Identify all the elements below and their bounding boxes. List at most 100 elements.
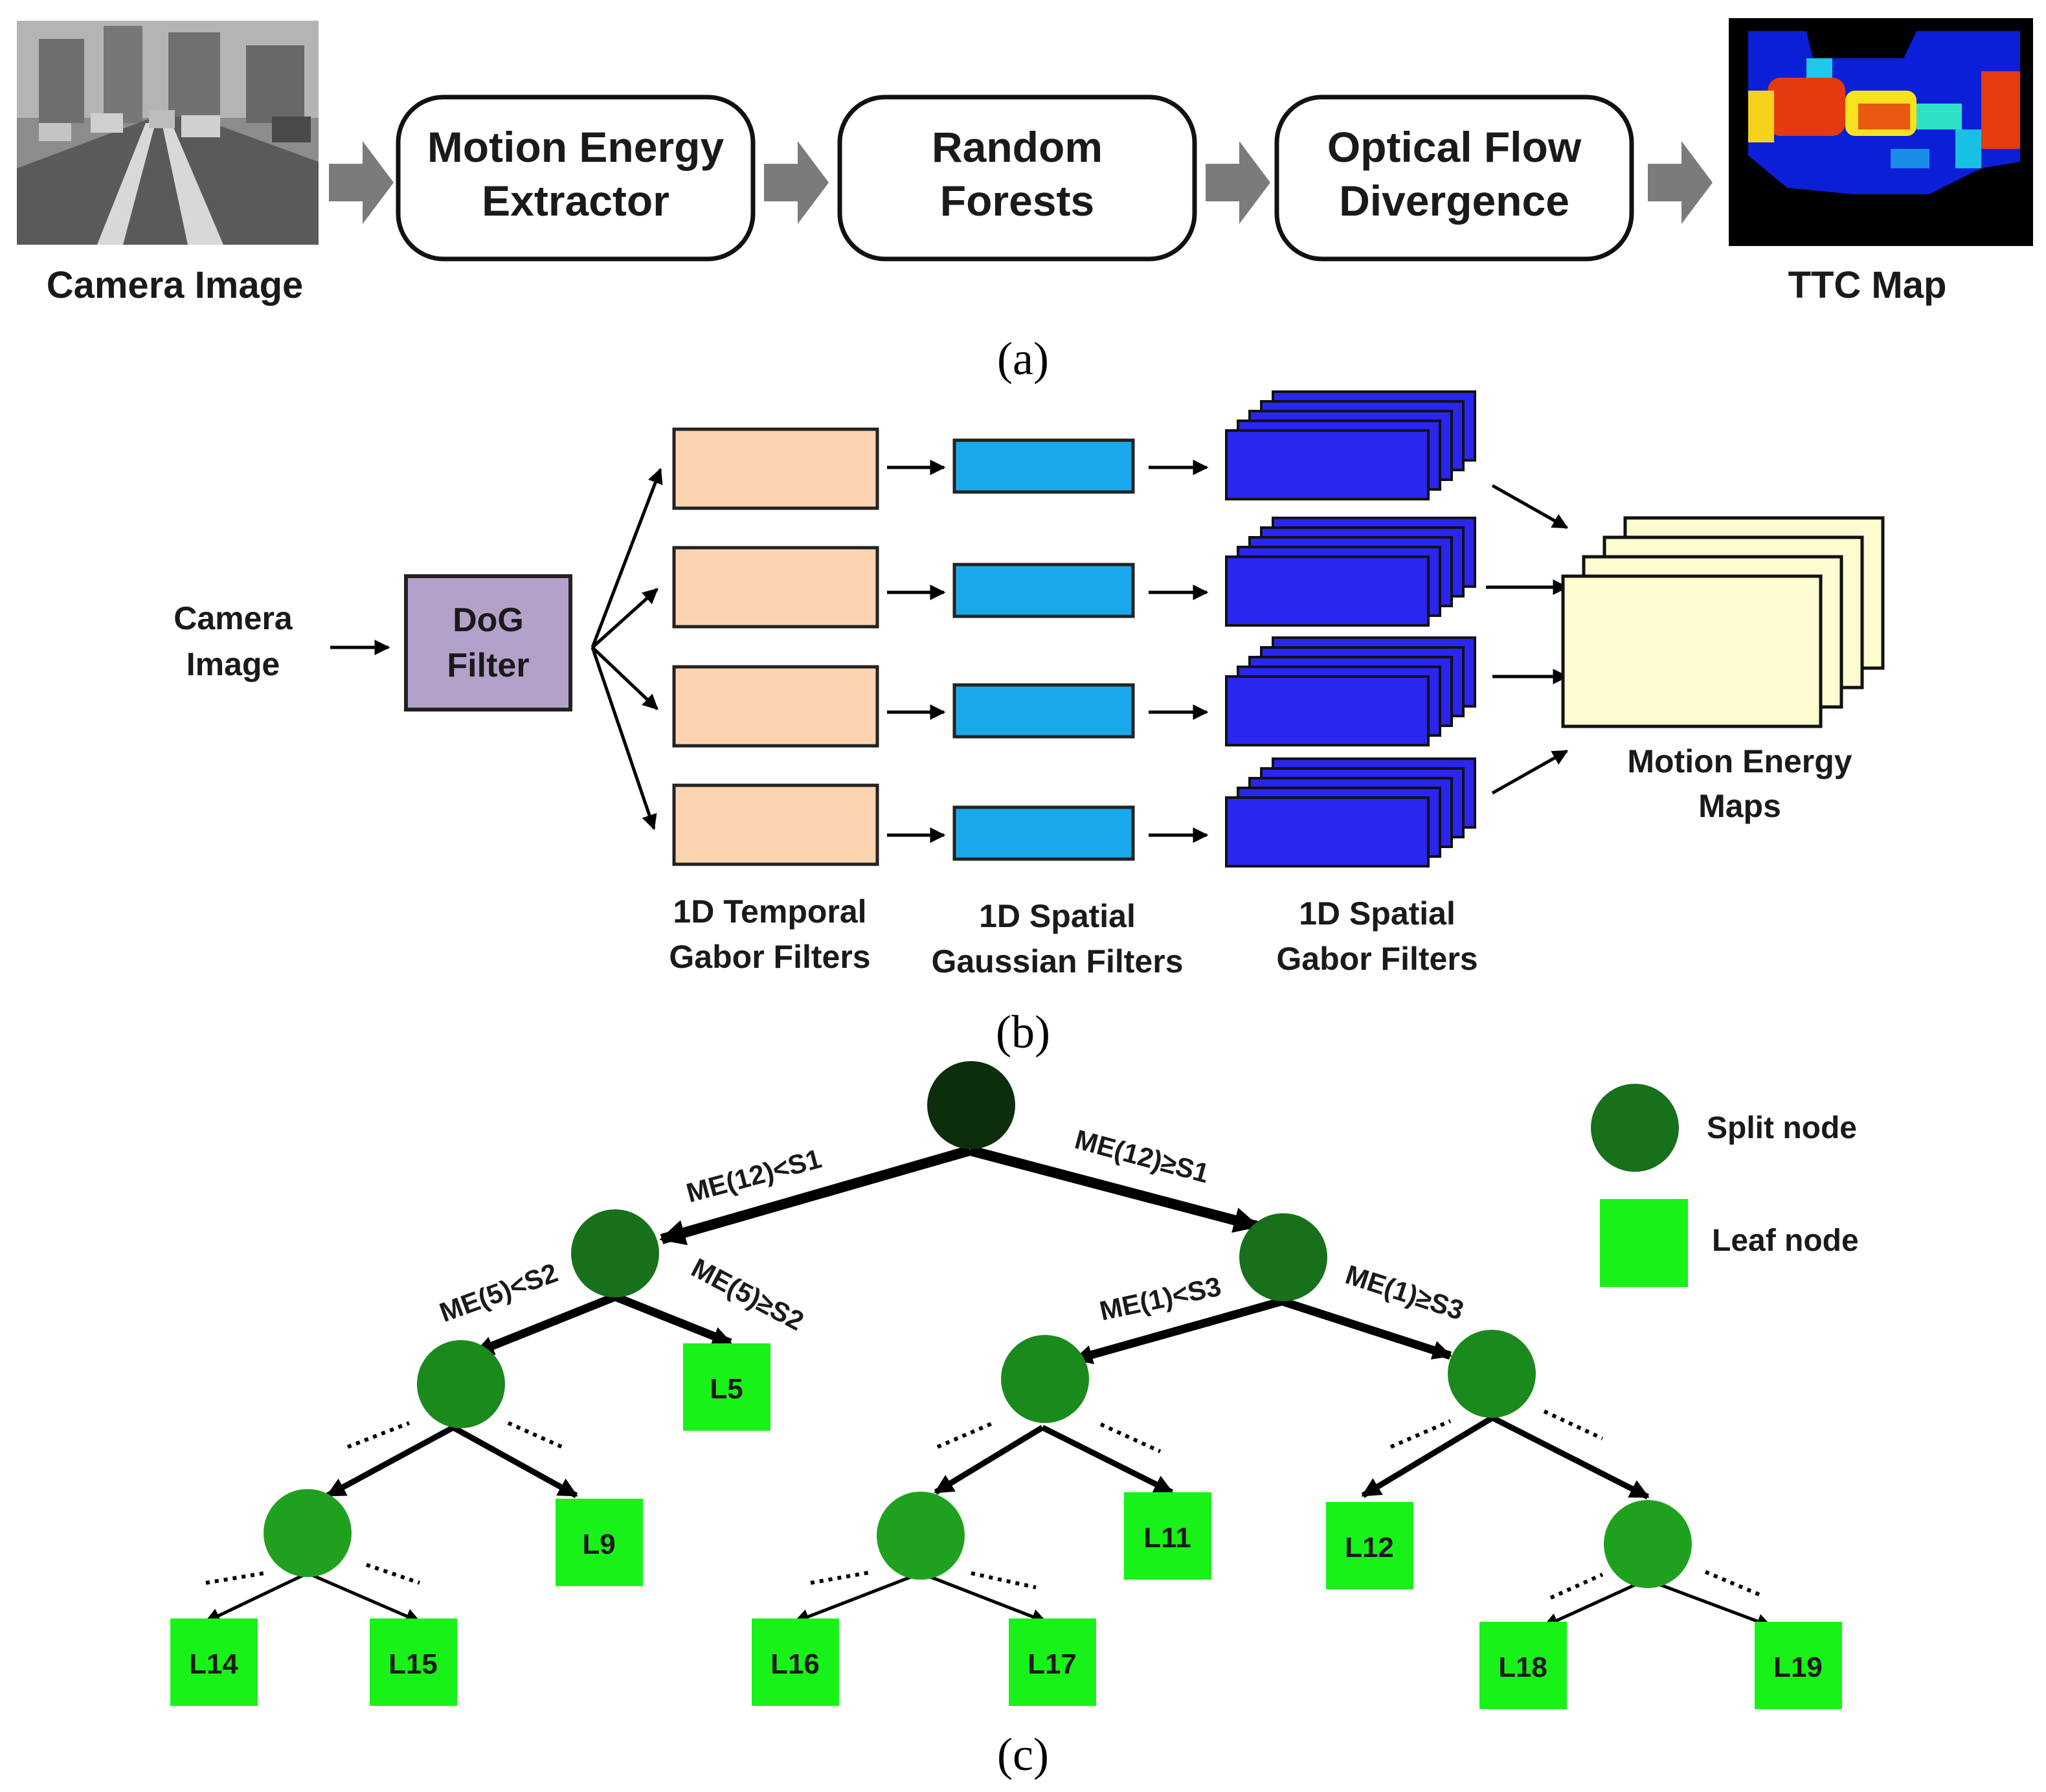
edge-h-right	[1646, 1578, 1773, 1629]
split-node	[1001, 1335, 1089, 1423]
filter-row-1	[672, 390, 1476, 510]
motion-energy-maps-label-2: Maps	[1698, 788, 1781, 824]
edge-label-b-left: ME(1)<S3	[1097, 1271, 1224, 1327]
edge-b-right	[1281, 1297, 1452, 1360]
motion-energy-maps-stack	[1561, 516, 1885, 728]
leaf-node-L11: L11	[1124, 1492, 1211, 1580]
edge-d-right	[1040, 1424, 1174, 1495]
split-node	[1239, 1213, 1327, 1301]
ttc-map-label: TTC Map	[1788, 264, 1947, 306]
svg-text:L15: L15	[388, 1648, 438, 1680]
spatial-gabor-label-2: Gabor Filters	[1276, 941, 1478, 977]
caption-c: (c)	[997, 1729, 1049, 1780]
leaf-node-L5: L5	[683, 1343, 770, 1431]
map-arrow-1	[1491, 484, 1569, 530]
panel-c: L5 L9 L11 L12 L14 L15 L16 L17	[170, 1061, 1859, 1780]
temporal-gabor-box	[672, 665, 879, 748]
edge-label-a-left: ME(5)<S2	[436, 1257, 562, 1328]
temporal-gabor-box	[672, 783, 879, 866]
svg-text:Random: Random	[932, 123, 1103, 171]
dog-filter-box: DoG Filter	[404, 574, 572, 711]
legend-split-label: Split node	[1707, 1111, 1857, 1145]
camera-image-thumbnail	[17, 21, 319, 245]
svg-text:Extractor: Extractor	[482, 177, 669, 225]
spatial-gabor-stack	[1225, 757, 1476, 868]
leaf-node-L15: L15	[370, 1618, 457, 1706]
fan-arrow-4	[590, 647, 657, 831]
flow-arrow-4	[1648, 141, 1713, 224]
b-camera-label-2: Image	[186, 646, 280, 682]
caption-a: (a)	[997, 333, 1049, 385]
edge-g-right	[920, 1571, 1048, 1624]
edge-c-right	[451, 1425, 578, 1498]
svg-text:Motion Energy: Motion Energy	[427, 123, 725, 171]
svg-text:L9: L9	[582, 1529, 615, 1560]
edge-root-left	[659, 1145, 972, 1246]
map-arrow-4	[1491, 749, 1569, 795]
svg-text:Divergence: Divergence	[1339, 177, 1569, 225]
edge-g-left	[793, 1571, 921, 1624]
temporal-gabor-label-2: Gabor Filters	[669, 939, 870, 975]
spatial-gabor-label-1: 1D Spatial	[1299, 895, 1456, 932]
split-node	[264, 1489, 352, 1577]
root-split-node	[927, 1061, 1015, 1149]
fan-arrow-1	[590, 467, 663, 648]
svg-text:Optical Flow: Optical Flow	[1327, 123, 1582, 171]
edge-c-left	[326, 1425, 455, 1498]
svg-text:Filter: Filter	[447, 647, 529, 684]
spatial-gaussian-box	[952, 563, 1135, 618]
split-node	[1604, 1500, 1692, 1588]
spatial-gaussian-box	[952, 683, 1135, 739]
svg-text:L14: L14	[189, 1648, 238, 1680]
svg-text:L16: L16	[770, 1648, 820, 1680]
edge-a-right	[613, 1292, 732, 1347]
svg-text:L18: L18	[1498, 1652, 1547, 1683]
ttc-map-image	[1729, 18, 2033, 246]
edge-e-right	[1490, 1415, 1650, 1500]
spatial-gaussian-box	[952, 438, 1135, 494]
edge-f-left	[204, 1571, 309, 1624]
b-camera-label-1: Camera	[174, 600, 293, 636]
split-node	[1448, 1330, 1536, 1418]
edge-a-left	[474, 1292, 617, 1357]
panel-a: Camera Image Motion Energy Extractor Ran…	[17, 18, 2033, 385]
split-node	[877, 1492, 965, 1580]
motion-energy-extractor-box: Motion Energy Extractor	[396, 95, 756, 262]
leaf-node-L16: L16	[752, 1618, 839, 1706]
svg-text:L5: L5	[710, 1373, 743, 1405]
legend-leaf-label: Leaf node	[1712, 1224, 1859, 1258]
motion-energy-maps-label-1: Motion Energy	[1627, 743, 1852, 779]
svg-text:L17: L17	[1028, 1648, 1077, 1680]
optical-flow-divergence-box: Optical Flow Divergence	[1274, 95, 1634, 262]
svg-text:DoG: DoG	[453, 601, 524, 639]
temporal-gabor-box	[672, 546, 879, 629]
edge-label-b-right: ME(1)≥S3	[1342, 1259, 1467, 1326]
filter-row-2	[672, 517, 1476, 629]
svg-text:L12: L12	[1345, 1532, 1394, 1563]
leaf-node-L18: L18	[1479, 1622, 1567, 1709]
split-node	[417, 1340, 505, 1428]
legend: Split node Leaf node	[1591, 1084, 1859, 1287]
edge-e-left	[1361, 1415, 1494, 1498]
legend-split-node-icon	[1591, 1084, 1679, 1172]
fan-arrow-2	[591, 588, 658, 649]
leaf-node-L19: L19	[1755, 1622, 1842, 1709]
random-forests-box: Random Forests	[837, 95, 1197, 262]
flow-arrow-1	[329, 141, 394, 224]
edge-b-left	[1073, 1297, 1283, 1365]
edge-root-right	[968, 1145, 1260, 1233]
spatial-gabor-stack	[1225, 517, 1476, 627]
svg-text:L11: L11	[1143, 1522, 1191, 1554]
edge-label-a-right: ME(5)≥S2	[686, 1252, 809, 1336]
spatial-gabor-stack	[1225, 390, 1476, 500]
edge-d-left	[934, 1425, 1044, 1495]
filter-row-4	[672, 757, 1476, 868]
leaf-node-L17: L17	[1009, 1618, 1096, 1706]
spatial-gaussian-label-2: Gaussian Filters	[931, 943, 1183, 980]
temporal-gabor-label-1: 1D Temporal	[673, 893, 866, 930]
svg-text:L19: L19	[1773, 1652, 1823, 1683]
camera-image-label: Camera Image	[47, 264, 304, 306]
leaf-node-L12: L12	[1326, 1502, 1413, 1589]
spatial-gaussian-box	[952, 805, 1135, 861]
